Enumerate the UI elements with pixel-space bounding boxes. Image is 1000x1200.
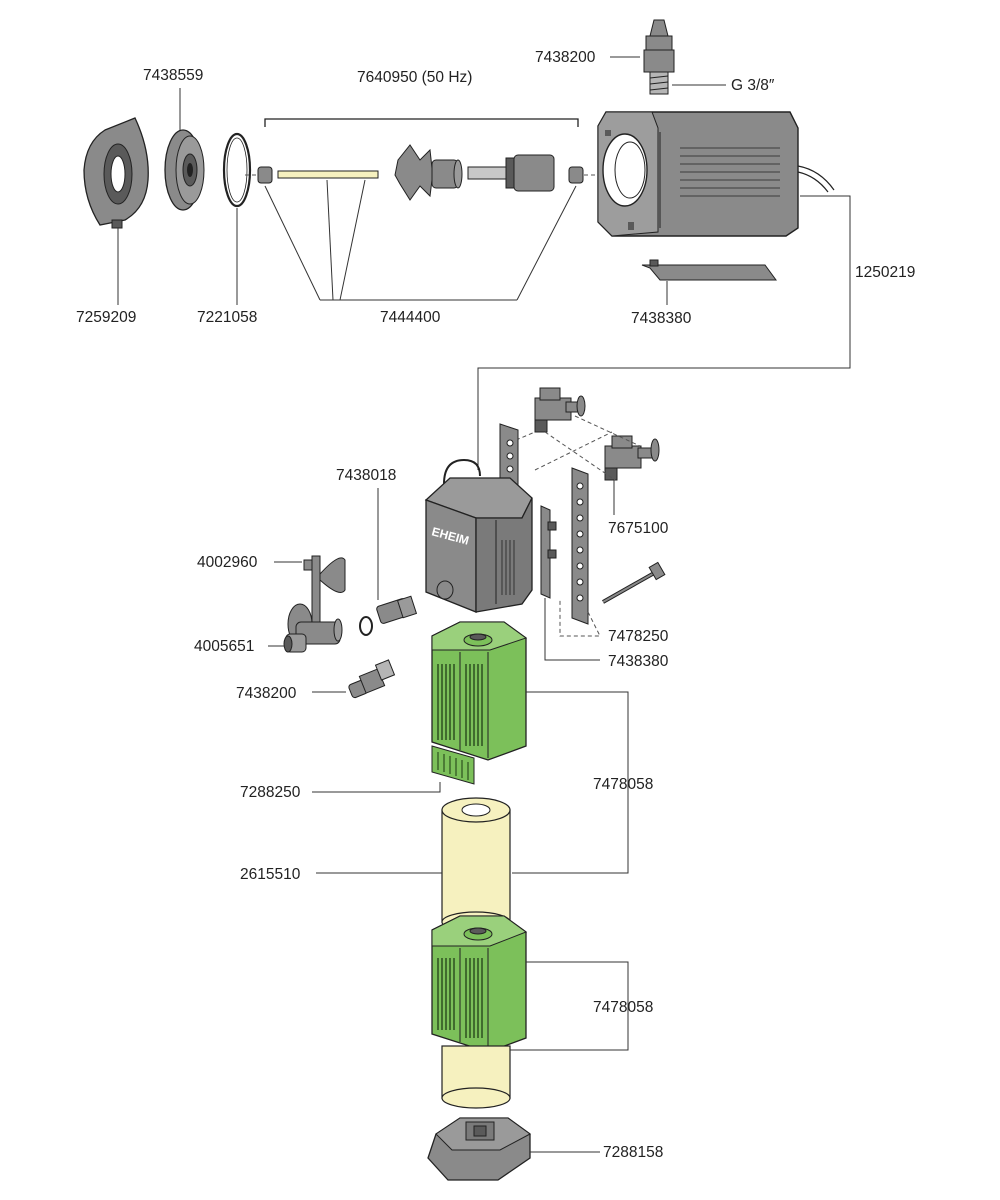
front-cover-7259209 [83, 117, 149, 229]
screw-7675100 [602, 561, 666, 604]
suction-clip-upper [534, 387, 586, 433]
filter-housing-lower [431, 915, 528, 1053]
label-7675100: 7675100 [608, 520, 669, 537]
label-7221058: 7221058 [197, 309, 257, 326]
impeller-rotor [394, 144, 463, 201]
label-7444400: 7444400 [380, 309, 441, 326]
leader-7478058-a [512, 691, 629, 874]
sponge-lower [441, 1045, 511, 1109]
dashed-guides [515, 415, 641, 481]
label-7438559: 7438559 [143, 67, 203, 84]
label-7288158: 7288158 [603, 1144, 663, 1161]
label-7438380-mid: 7438380 [608, 653, 669, 670]
label-1250219: 1250219 [855, 264, 915, 281]
label-4005651: 4005651 [194, 638, 254, 655]
o-ring-7221058 [222, 132, 252, 208]
motor-housing [597, 111, 835, 237]
label-7288250: 7288250 [240, 784, 301, 801]
label-g38: G 3/8″ [731, 77, 775, 94]
label-7478058-b: 7478058 [593, 999, 653, 1016]
leader-7478250 [559, 598, 601, 637]
label-7438200-mid: 7438200 [236, 685, 297, 702]
bracket-7438380-top [641, 259, 777, 281]
leader-1250219 [477, 195, 851, 470]
base-7288158 [427, 1117, 531, 1181]
label-7478058-a: 7478058 [593, 776, 653, 793]
label-4002960: 4002960 [197, 554, 258, 571]
leader-7438380-mid [544, 598, 600, 661]
label-7438380-top: 7438380 [631, 310, 692, 327]
leaders-7444400 [264, 179, 577, 301]
slotted-plate-7288250 [431, 745, 475, 785]
label-7478250: 7478250 [608, 628, 669, 645]
pump-head: EHEIM [424, 458, 533, 613]
leader-7288250 [312, 782, 441, 793]
connector-7438018 [359, 595, 418, 636]
label-2615510: 2615510 [240, 866, 301, 883]
pump-cover-7438559 [164, 129, 205, 211]
label-7640950: 7640950 (50 Hz) [357, 69, 472, 86]
leader-7478058-b [510, 961, 629, 1051]
bracket-7640950 [264, 118, 579, 127]
label-7438018: 7438018 [336, 467, 396, 484]
label-7438200-top: 7438200 [535, 49, 596, 66]
valve-4005651 [283, 603, 343, 653]
suction-clip-lower [604, 435, 660, 481]
filter-housing-upper [431, 621, 528, 761]
tube-4002960 [303, 555, 346, 631]
sponge-2615510 [441, 797, 511, 933]
label-7259209: 7259209 [76, 309, 136, 326]
suction-strip-left [499, 423, 519, 487]
nozzle-7438200-mid [348, 659, 396, 699]
bracket-7438380-mid [540, 505, 557, 599]
suction-strip-7478250 [571, 467, 589, 625]
impeller-assembly [245, 144, 598, 201]
nozzle-7438200-top [643, 19, 675, 95]
